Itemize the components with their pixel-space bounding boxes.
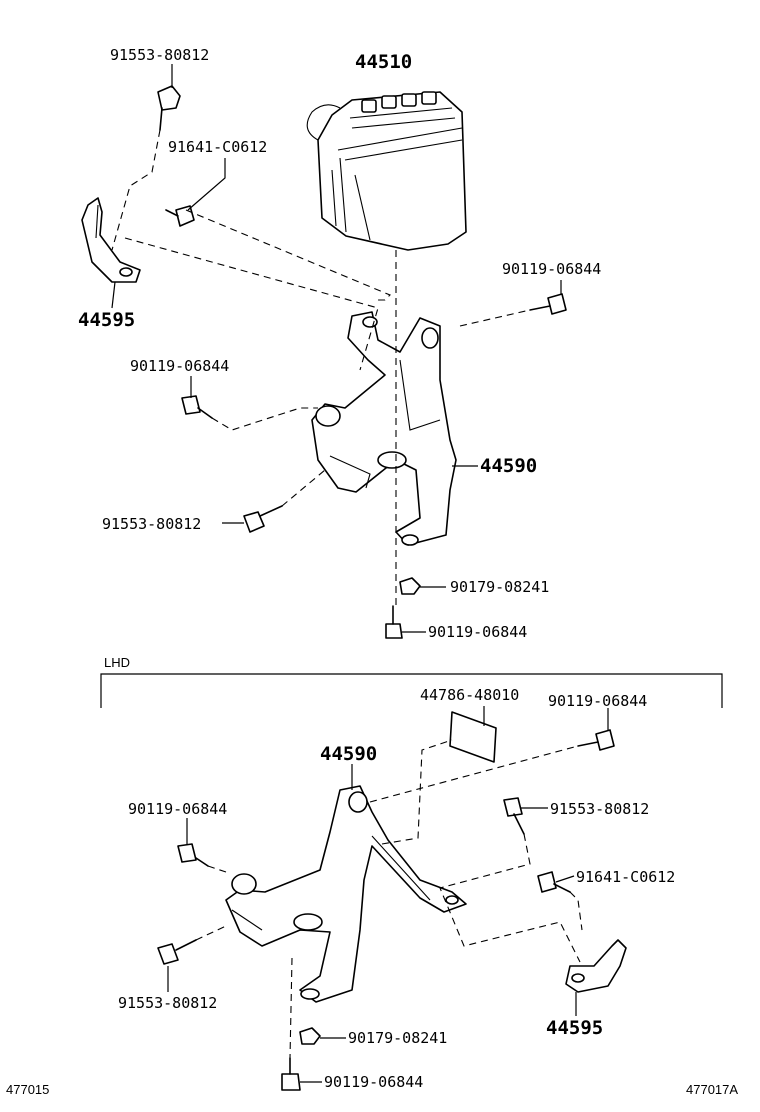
label-bolt-91553-80812-lower-left-lhd: 91553-80812 [118,994,217,1012]
label-part-44595: 44595 [78,309,135,331]
label-part-44590: 44590 [480,455,537,477]
bolt-90119-06844-left-lhd [177,843,209,867]
bracket-44590 [311,311,457,546]
label-bolt-90119-06844-top-right-lhd: 90119-06844 [548,692,647,710]
nut-90179-08241-lhd [299,1027,321,1045]
bolt-91553-80812-right-lhd [503,797,525,835]
label-part-44590-lhd: 44590 [320,743,377,765]
footer-code-left: 477015 [6,1082,49,1097]
label-bolt-90119-06844-bottom: 90119-06844 [428,623,527,641]
label-bolt-90119-06844-right: 90119-06844 [502,260,601,278]
label-part-44510: 44510 [355,51,412,73]
footer-code-right: 477017A [686,1082,738,1097]
screw-91641-c0612-right-lhd [537,871,571,893]
bracket-44595 [81,197,141,283]
bolt-91553-80812-top [157,85,181,131]
bolt-90119-06844-bottom-lhd [281,1057,301,1091]
abs-actuator-44510 [306,91,467,251]
bolt-90119-06844-top-right-lhd [577,729,615,751]
label-nut-90179-08241-lhd: 90179-08241 [348,1029,447,1047]
label-bolt-90119-06844-left: 90119-06844 [130,357,229,375]
bolt-90119-06844-right [529,293,567,315]
section-label-lhd: LHD [104,655,130,670]
bolt-90119-06844-left [181,395,213,419]
bracket-44595-lhd [565,939,627,993]
label-bolt-91553-80812-lower: 91553-80812 [102,515,201,533]
nut-90179-08241 [399,577,421,595]
label-plate-44786-48010 [449,711,497,763]
bolt-90119-06844-bottom [385,605,403,639]
section-frame [100,673,723,708]
label-bolt-90119-06844-left-lhd: 90119-06844 [128,800,227,818]
label-part-44595-lhd: 44595 [546,1017,603,1039]
label-bolt-91553-80812-right-lhd: 91553-80812 [550,800,649,818]
label-bolt-91553-80812-top: 91553-80812 [110,46,209,64]
bracket-44590-lhd [225,785,467,1003]
label-part-44786-48010: 44786-48010 [420,686,519,704]
bolt-91553-80812-lower [243,505,283,533]
label-screw-91641-c0612-top: 91641-C0612 [168,138,267,156]
bolt-91553-80812-lower-left-lhd [157,939,197,965]
label-nut-90179-08241: 90179-08241 [450,578,549,596]
label-screw-91641-c0612-right-lhd: 91641-C0612 [576,868,675,886]
label-bolt-90119-06844-bottom-lhd: 90119-06844 [324,1073,423,1091]
